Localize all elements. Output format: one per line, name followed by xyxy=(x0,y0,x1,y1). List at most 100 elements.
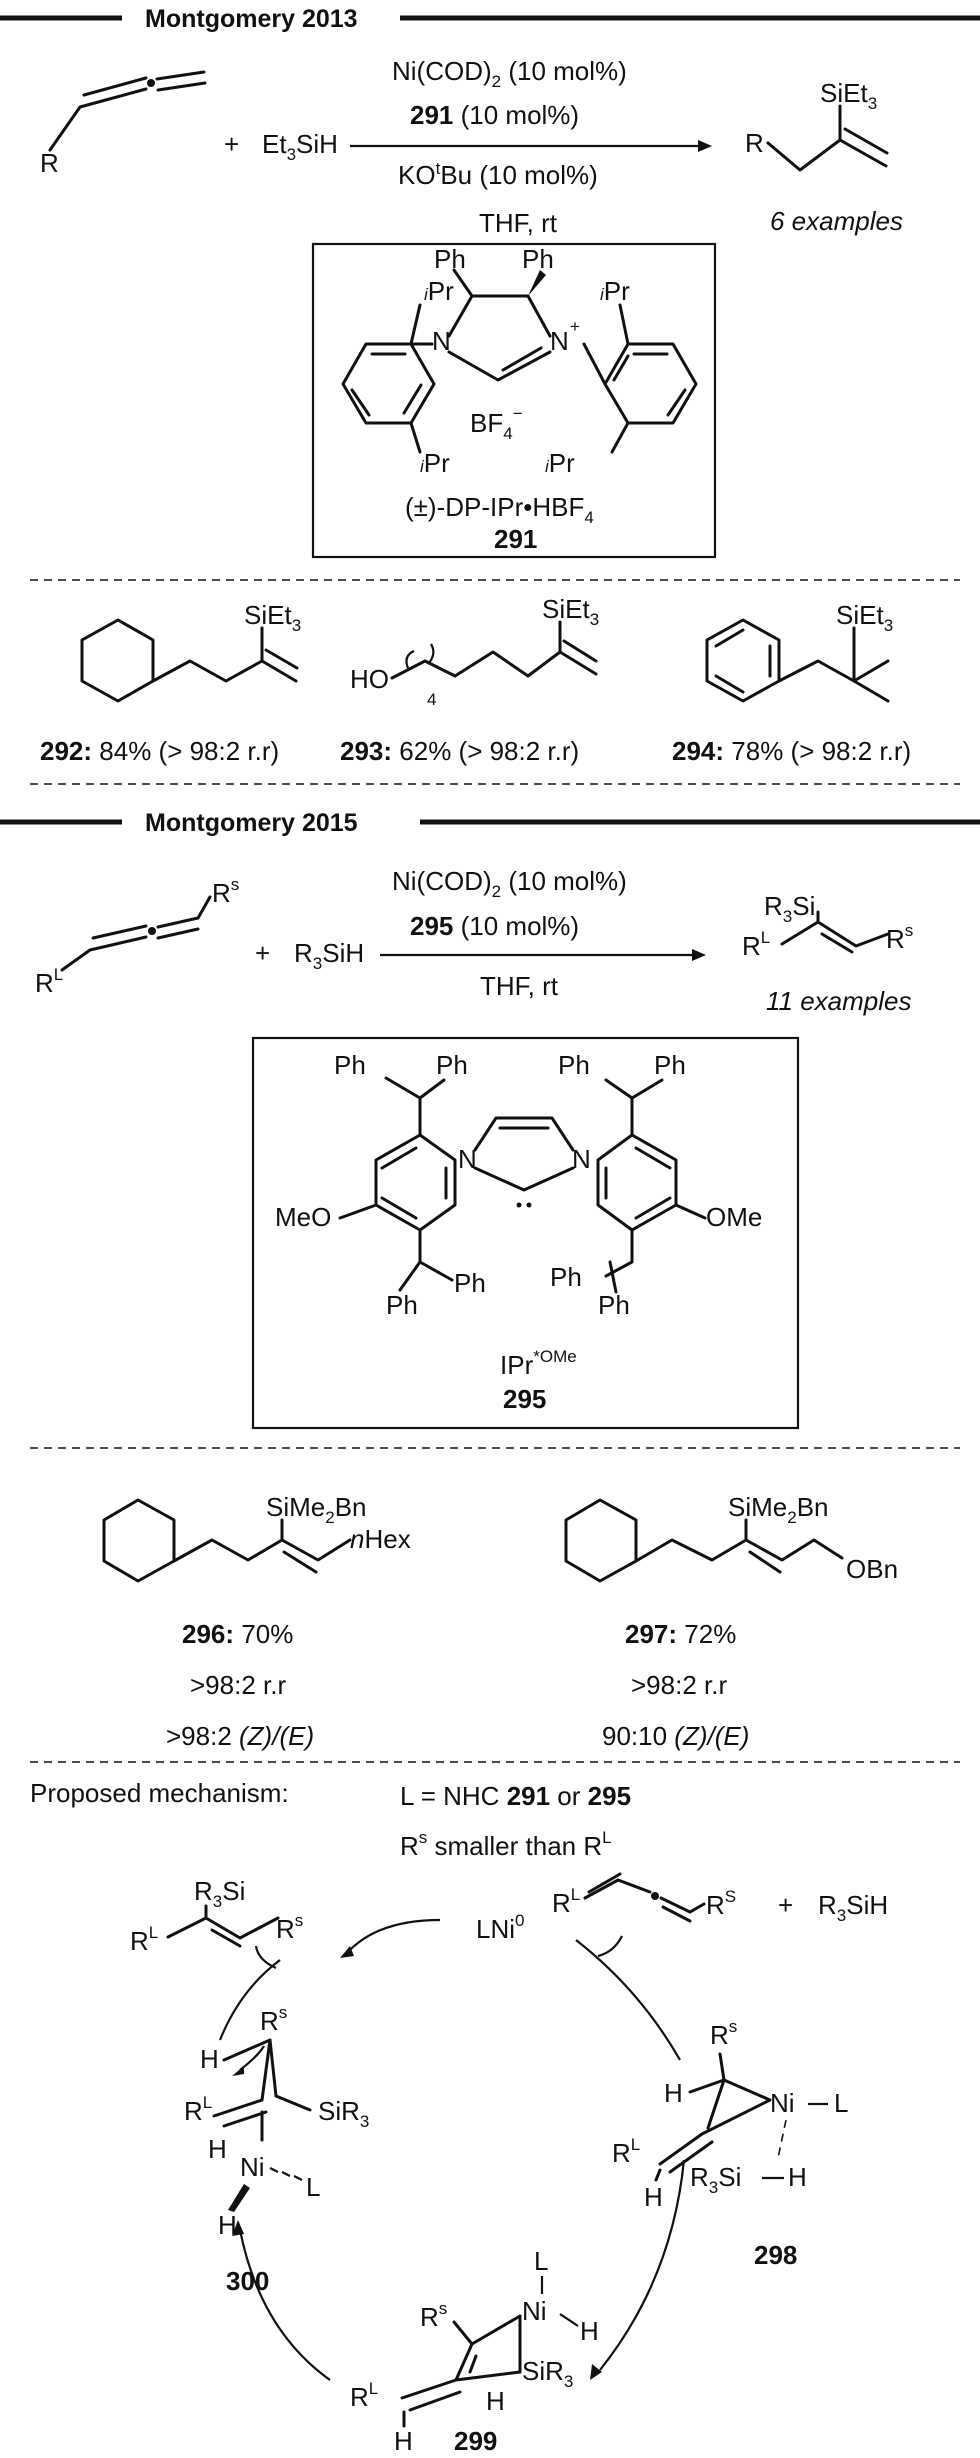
proposed-mechanism: Proposed mechanism: L = NHC 291 or 295 R… xyxy=(30,1778,888,2456)
svg-text:OBn: OBn xyxy=(846,1554,898,1584)
svg-text:SiEt3: SiEt3 xyxy=(820,78,877,113)
svg-text:Ph: Ph xyxy=(558,1050,590,1080)
svg-text:292: 84% (> 98:2 r.r): 292: 84% (> 98:2 r.r) xyxy=(40,736,279,766)
catalyst-box-295 xyxy=(251,1036,800,1430)
plus-sign: + xyxy=(224,129,239,159)
svg-text:R3SiH: R3SiH xyxy=(818,1890,888,1925)
product-297: SiMe2Bn OBn 297: 72% >98:2 r.r 90:10 (Z)… xyxy=(564,1492,898,1751)
examples-count-1: 6 examples xyxy=(770,206,903,236)
svg-text:L: L xyxy=(306,2172,320,2202)
intermediate-300-number: 300 xyxy=(226,2266,269,2296)
svg-text:H: H xyxy=(486,2386,505,2416)
svg-text:Ph: Ph xyxy=(434,244,466,274)
svg-text:SiEt3: SiEt3 xyxy=(244,600,301,635)
mechanism-product: R3Si RL Rs xyxy=(130,1876,303,1956)
svg-text:+: + xyxy=(570,317,580,336)
base-reagent: KOtBu (10 mol%) xyxy=(398,159,598,190)
intermediate-298: Rs H Ni L RL H R3Si H 298 xyxy=(612,2017,848,2270)
svg-text:N: N xyxy=(572,1144,591,1174)
mechanism-title: Proposed mechanism: xyxy=(30,1778,289,1808)
svg-text:Ph: Ph xyxy=(654,1050,686,1080)
svg-text:RL: RL xyxy=(350,2379,378,2412)
svg-text:iPr: iPr xyxy=(420,448,450,478)
catalyst-291-name: (±)-DP-IPr•HBF4 xyxy=(405,492,594,527)
svg-text:293: 62% (> 98:2 r.r): 293: 62% (> 98:2 r.r) xyxy=(340,736,579,766)
svg-text:SiMe2Bn: SiMe2Bn xyxy=(728,1492,829,1527)
svg-text:OMe: OMe xyxy=(706,1202,762,1232)
svg-text:SiR3: SiR3 xyxy=(522,2356,573,2391)
svg-text:L: L xyxy=(534,2246,548,2276)
products-row-2: SiMe2Bn nHex 296: 70% >98:2 r.r >98:2 (Z… xyxy=(102,1492,898,1751)
catalytic-cycle-arrows xyxy=(218,1918,686,2381)
catalyst-295-structure: N N MeO Ph Ph Ph Ph OMe xyxy=(275,1050,762,1320)
section-montgomery-2015: Montgomery 2015 RL Rs + R3SiH Ni(COD)2 (… xyxy=(0,809,980,1430)
svg-text:Ph: Ph xyxy=(522,244,554,274)
svg-text:R: R xyxy=(745,128,764,158)
svg-text:RL: RL xyxy=(612,2135,640,2168)
svg-text:SiEt3: SiEt3 xyxy=(836,600,893,635)
svg-text:Rs: Rs xyxy=(886,921,913,954)
svg-text:H: H xyxy=(580,2316,599,2346)
svg-text:iPr: iPr xyxy=(545,448,575,478)
section-title-2013: Montgomery 2013 xyxy=(145,5,358,33)
intermediate-298-number: 298 xyxy=(754,2240,797,2270)
svg-text:L: L xyxy=(834,2088,848,2118)
lni0-catalyst: LNi0 xyxy=(476,1911,524,1944)
svg-text:Ni: Ni xyxy=(770,2088,795,2118)
catalyst-291-number: 291 xyxy=(494,524,537,554)
svg-text:RL: RL xyxy=(552,1885,580,1918)
allene-substrate-2: RL Rs xyxy=(35,875,239,998)
svg-text:90:10 (Z)/(E): 90:10 (Z)/(E) xyxy=(602,1721,749,1751)
product-294: SiEt3 294: 78% (> 98:2 r.r) xyxy=(672,600,911,766)
substituent-R: R xyxy=(40,148,59,178)
size-note: Rs smaller than RL xyxy=(400,1828,612,1861)
svg-text:Ph: Ph xyxy=(454,1268,486,1298)
silane-reagent-2: R3SiH xyxy=(294,938,364,973)
allene-substrate-1: R xyxy=(40,70,207,178)
svg-text:>98:2 (Z)/(E): >98:2 (Z)/(E) xyxy=(166,1721,314,1751)
svg-text:+: + xyxy=(778,1890,793,1920)
catalyst-295-number: 295 xyxy=(503,1384,546,1414)
svg-text:Rs: Rs xyxy=(212,875,239,908)
svg-text:RS: RS xyxy=(706,1887,736,1920)
products-row-1: SiEt3 292: 84% (> 98:2 r.r) HO 4 SiEt3 2… xyxy=(40,594,911,766)
svg-text:Rs: Rs xyxy=(276,1911,303,1944)
svg-text:297: 72%: 297: 72% xyxy=(625,1619,736,1649)
svg-text:iPr: iPr xyxy=(424,276,454,306)
svg-text:Ph: Ph xyxy=(386,1290,418,1320)
svg-text:Ni: Ni xyxy=(240,2152,265,2182)
svg-text:SiR3: SiR3 xyxy=(318,2096,369,2131)
intermediate-299-number: 299 xyxy=(454,2426,497,2456)
svg-text:>98:2 r.r: >98:2 r.r xyxy=(190,1670,286,1700)
svg-text:RL: RL xyxy=(130,1923,158,1956)
svg-text:iPr: iPr xyxy=(600,276,630,306)
product-296: SiMe2Bn nHex 296: 70% >98:2 r.r >98:2 (Z… xyxy=(102,1492,411,1751)
catalyst-291-structure: N N + Ph Ph BF4− iPr iPr iPr iPr xyxy=(341,244,698,478)
mechanism-substrates: RL RS + R3SiH xyxy=(552,1872,888,1925)
svg-text:Ph: Ph xyxy=(550,1262,582,1292)
svg-text:SiMe2Bn: SiMe2Bn xyxy=(266,1492,367,1527)
svg-text:4: 4 xyxy=(427,690,436,709)
examples-count-2: 11 examples xyxy=(766,986,912,1016)
silane-reagent: Et3SiH xyxy=(262,129,338,164)
svg-text:H: H xyxy=(200,2044,219,2074)
vinylsilane-product-1: R SiEt3 xyxy=(745,78,889,172)
intermediate-299: L Ni H Rs SiR3 H RL H 299 xyxy=(350,2246,599,2456)
svg-text:SiEt3: SiEt3 xyxy=(542,594,599,629)
svg-text:RL: RL xyxy=(35,965,63,998)
solvent-conditions-2: THF, rt xyxy=(480,971,559,1001)
svg-text:N: N xyxy=(550,326,569,356)
svg-text:nHex: nHex xyxy=(350,1524,411,1554)
catalyst-loading: 291 (10 mol%) xyxy=(410,100,579,130)
catalyst-box-291 xyxy=(311,242,717,559)
svg-text:Ph: Ph xyxy=(598,1290,630,1320)
svg-text:294: 78% (> 98:2 r.r): 294: 78% (> 98:2 r.r) xyxy=(672,736,911,766)
product-293: HO 4 SiEt3 293: 62% (> 98:2 r.r) xyxy=(340,594,599,766)
ligand-definition: L = NHC 291 or 295 xyxy=(400,1781,631,1811)
svg-text:296: 70%: 296: 70% xyxy=(182,1619,293,1649)
plus-sign: + xyxy=(255,938,270,968)
svg-text:H: H xyxy=(644,2182,663,2212)
svg-text:Rs: Rs xyxy=(710,2017,737,2050)
svg-text:R3Si: R3Si xyxy=(690,2162,741,2197)
